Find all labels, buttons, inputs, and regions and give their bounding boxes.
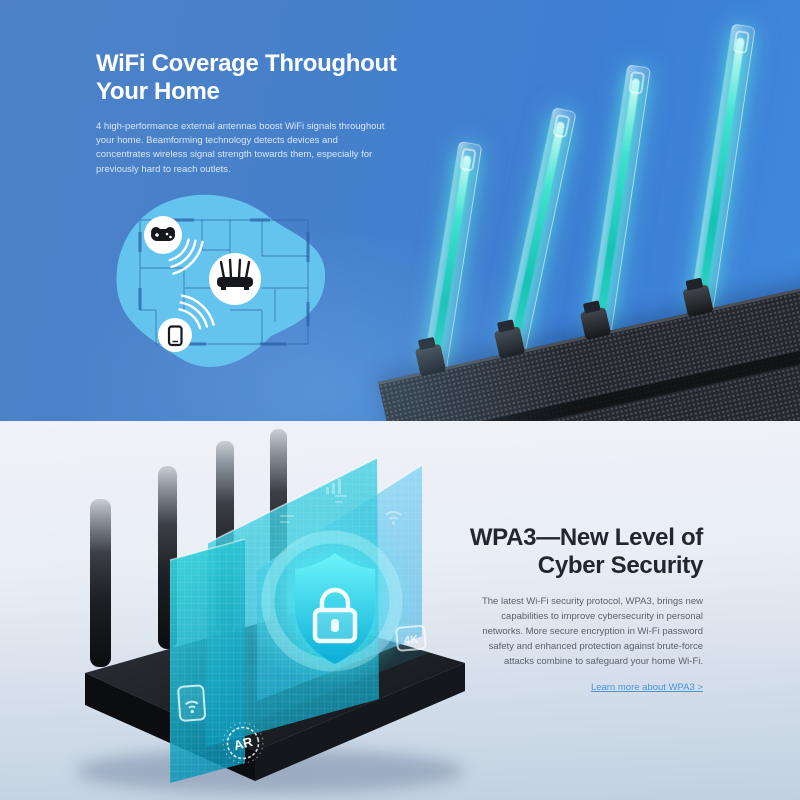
antenna-notch xyxy=(552,113,571,139)
security-title: WPA3—New Level of Cyber Security xyxy=(413,524,703,580)
floor-plan-walls xyxy=(138,218,310,346)
ar-badge-label: AR xyxy=(232,734,254,753)
antenna-notch xyxy=(628,70,646,95)
faint-signal-bars-icon xyxy=(326,479,341,494)
antenna-hinge xyxy=(414,343,447,377)
antenna-notch xyxy=(732,30,750,54)
wifi-coverage-section: WiFi Coverage Throughout Your Home 4 hig… xyxy=(0,0,800,421)
security-copy: WPA3—New Level of Cyber Security The lat… xyxy=(413,524,703,695)
smartphone-icon xyxy=(167,325,183,347)
antenna-glow-icon xyxy=(587,64,652,337)
hologram-front-panel xyxy=(169,538,246,783)
antenna-glow-icon xyxy=(422,141,483,376)
faint-wifi-icon xyxy=(385,511,402,525)
antenna-notch xyxy=(459,147,477,172)
router-body xyxy=(378,243,800,421)
wpa3-security-illustration: AR 4K xyxy=(75,429,465,793)
router-body-groove xyxy=(391,303,800,421)
coverage-description: 4 high-performance external antennas boo… xyxy=(96,121,385,175)
home-coverage-illustration xyxy=(116,194,326,367)
wpa3-security-section: AR 4K WPA3—New Level of Cyber Security T… xyxy=(0,421,800,800)
security-description: The latest Wi-Fi security protocol, WPA3… xyxy=(481,596,703,667)
wifi-device-icon xyxy=(177,684,206,722)
lock-icon xyxy=(312,587,358,644)
coverage-copy: WiFi Coverage Throughout Your Home 4 hig… xyxy=(96,50,397,177)
router-icon xyxy=(217,258,253,290)
coverage-title: WiFi Coverage Throughout Your Home xyxy=(96,50,397,106)
shield-ring xyxy=(261,530,403,672)
security-title-line-2: Cyber Security xyxy=(537,552,704,579)
wifi-waves-icon xyxy=(168,238,215,330)
antenna-glow-icon xyxy=(501,106,577,357)
coverage-title-line-1: WiFi Coverage Throughout xyxy=(96,50,397,77)
antenna-glow-icon xyxy=(689,23,756,314)
fourk-badge-label: 4K xyxy=(404,634,419,647)
antenna-hinge xyxy=(493,326,526,360)
security-title-line-1: WPA3—New Level of xyxy=(469,524,703,551)
smartphone-circle xyxy=(158,318,192,352)
game-controller-icon xyxy=(151,227,175,241)
coverage-title-line-2: Your Home xyxy=(96,78,220,105)
wpa3-learn-more-link[interactable]: Learn more about WPA3 > xyxy=(590,682,703,693)
fourk-badge: 4K xyxy=(395,624,427,652)
